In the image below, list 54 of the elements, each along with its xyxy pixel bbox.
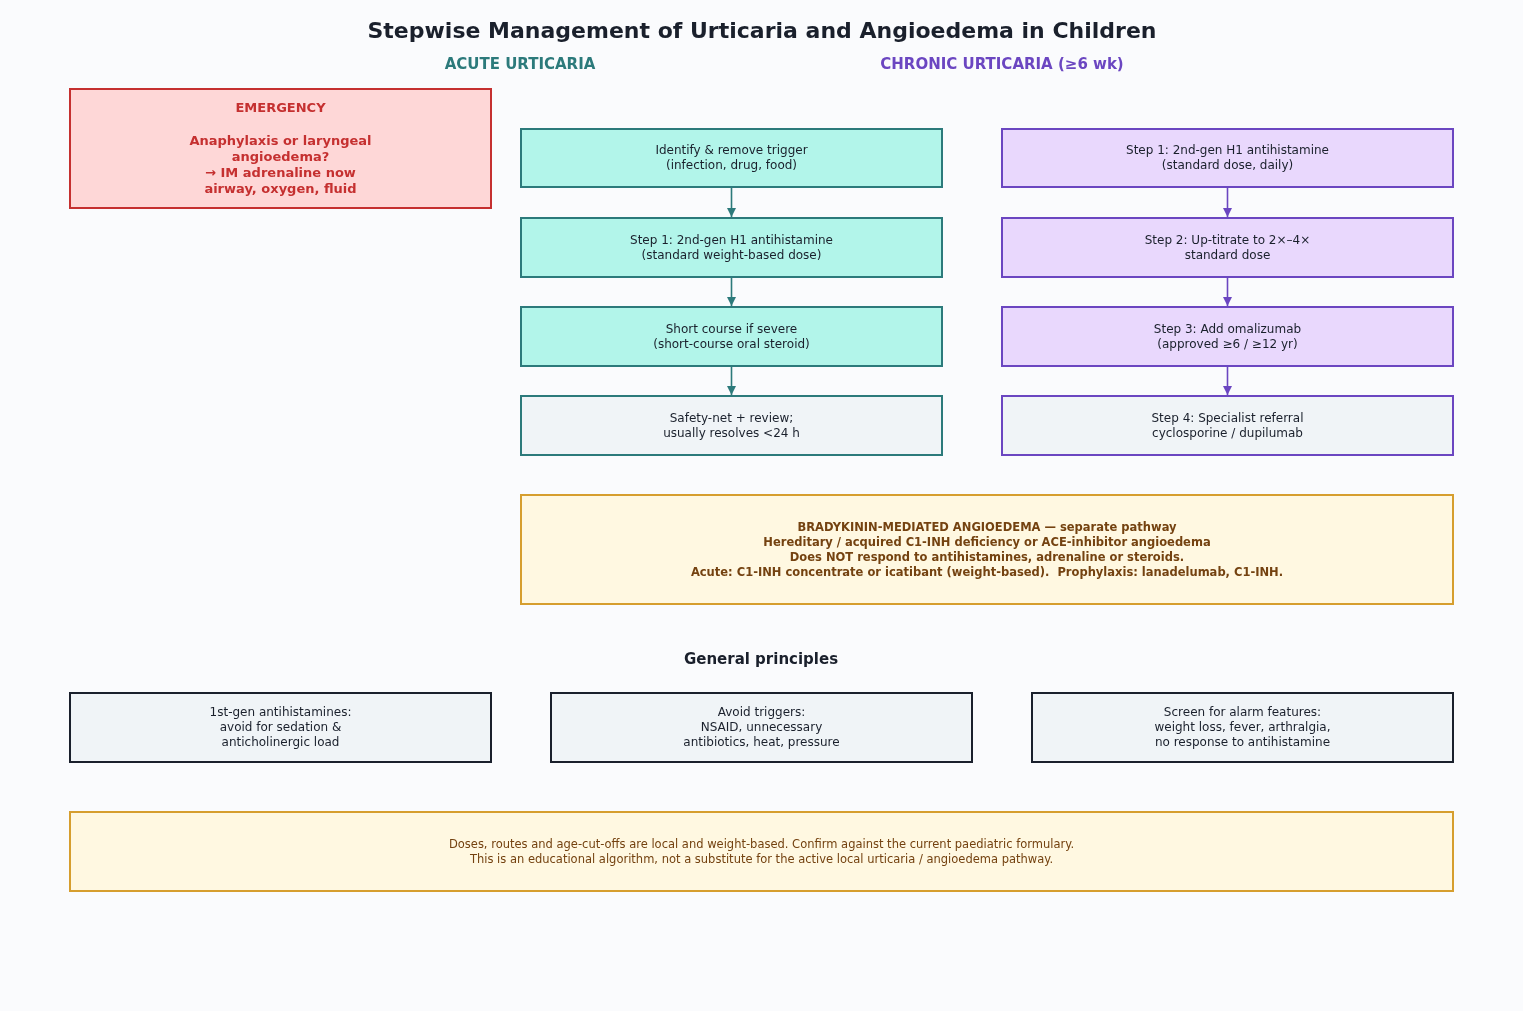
note-text: Doses, routes and age-cut-offs are local and weight-based. Confirm against the current paediatric formulary. [448,836,1075,852]
box-text: (standard dose, daily) [1161,158,1294,173]
box-heading: Identify & remove trigger [655,143,808,158]
arrow [727,277,736,307]
box-heading: Short course if severe [665,321,798,337]
diagram-title: Stepwise Management of Urticaria and Angioedema in Children [367,17,1157,45]
box-text: (standard weight-based dose) [641,247,822,263]
box-text: NSAID, unnecessary antibiotics, heat, pressure [682,720,841,750]
arrow [727,366,736,396]
principle-box [1031,692,1454,763]
process-box [1001,128,1454,188]
principle-box [69,692,492,763]
box-text: weight loss, fever, arthralgia, no response to antihistamine [1153,720,1332,750]
box-text: Hereditary / acquired C1-INH deficiency or ACE-inhibitor angioedema [763,534,1211,550]
warning-box [520,494,1454,605]
box-text: (infection, drug, food) [665,158,798,173]
box-heading: Avoid triggers: [717,705,806,720]
column-heading: ACUTE URTICARIA [444,55,596,73]
box-heading: Step 4: Specialist referral [1151,410,1304,426]
arrow [1223,277,1232,307]
arrow [1223,366,1232,396]
process-box [520,128,943,188]
box-text: cyclosporine / dupilumab [1152,425,1303,441]
process-box [1001,306,1454,367]
box-text: Acute: C1-INH concentrate or icatibant (weight-based). Prophylaxis: lanadelumab, C1-INH. [690,564,1284,580]
outcome-box [1001,395,1454,456]
box-heading: Screen for alarm features: [1163,705,1322,720]
alert-text: → IM adrenaline now [205,165,356,181]
box-heading: BRADYKININ-MEDIATED ANGIOEDEMA — separate pathway [797,519,1177,535]
box-text: avoid for sedation & anticholinergic load [218,720,343,750]
note-text: This is an educational algorithm, not a substitute for the active local urticaria / angioedema pathway. [469,851,1054,867]
disclaimer-box [69,811,1454,892]
box-heading: Step 1: 2nd-gen H1 antihistamine [1126,143,1329,158]
process-box [520,306,943,367]
arrow [727,187,736,218]
box-text: Step 2: Up-titrate to 2×–4× standard dose [1143,232,1312,263]
section-heading: General principles [683,650,839,668]
column-heading: CHRONIC URTICARIA (≥6 wk) [880,55,1124,73]
process-box [1001,217,1454,278]
process-box [520,217,943,278]
box-heading: Step 1: 2nd-gen H1 antihistamine [630,232,833,248]
principle-box [550,692,973,763]
alert-text: Anaphylaxis or laryngeal angioedema? [188,133,373,165]
emergency-box [69,88,492,209]
box-text: (short-course oral steroid) [653,336,810,352]
box-text: Safety-net + review; usually resolves <24 h [662,410,801,441]
outcome-box [520,395,943,456]
arrow [1223,187,1232,218]
box-text: (approved ≥6 / ≥12 yr) [1157,336,1298,352]
box-text: Does NOT respond to antihistamines, adrenaline or steroids. [789,549,1185,565]
box-heading: 1st-gen antihistamines: [209,705,352,720]
alert-heading: EMERGENCY [235,100,326,116]
box-heading: Step 3: Add omalizumab [1153,321,1302,337]
alert-text: airway, oxygen, fluid [204,181,357,197]
